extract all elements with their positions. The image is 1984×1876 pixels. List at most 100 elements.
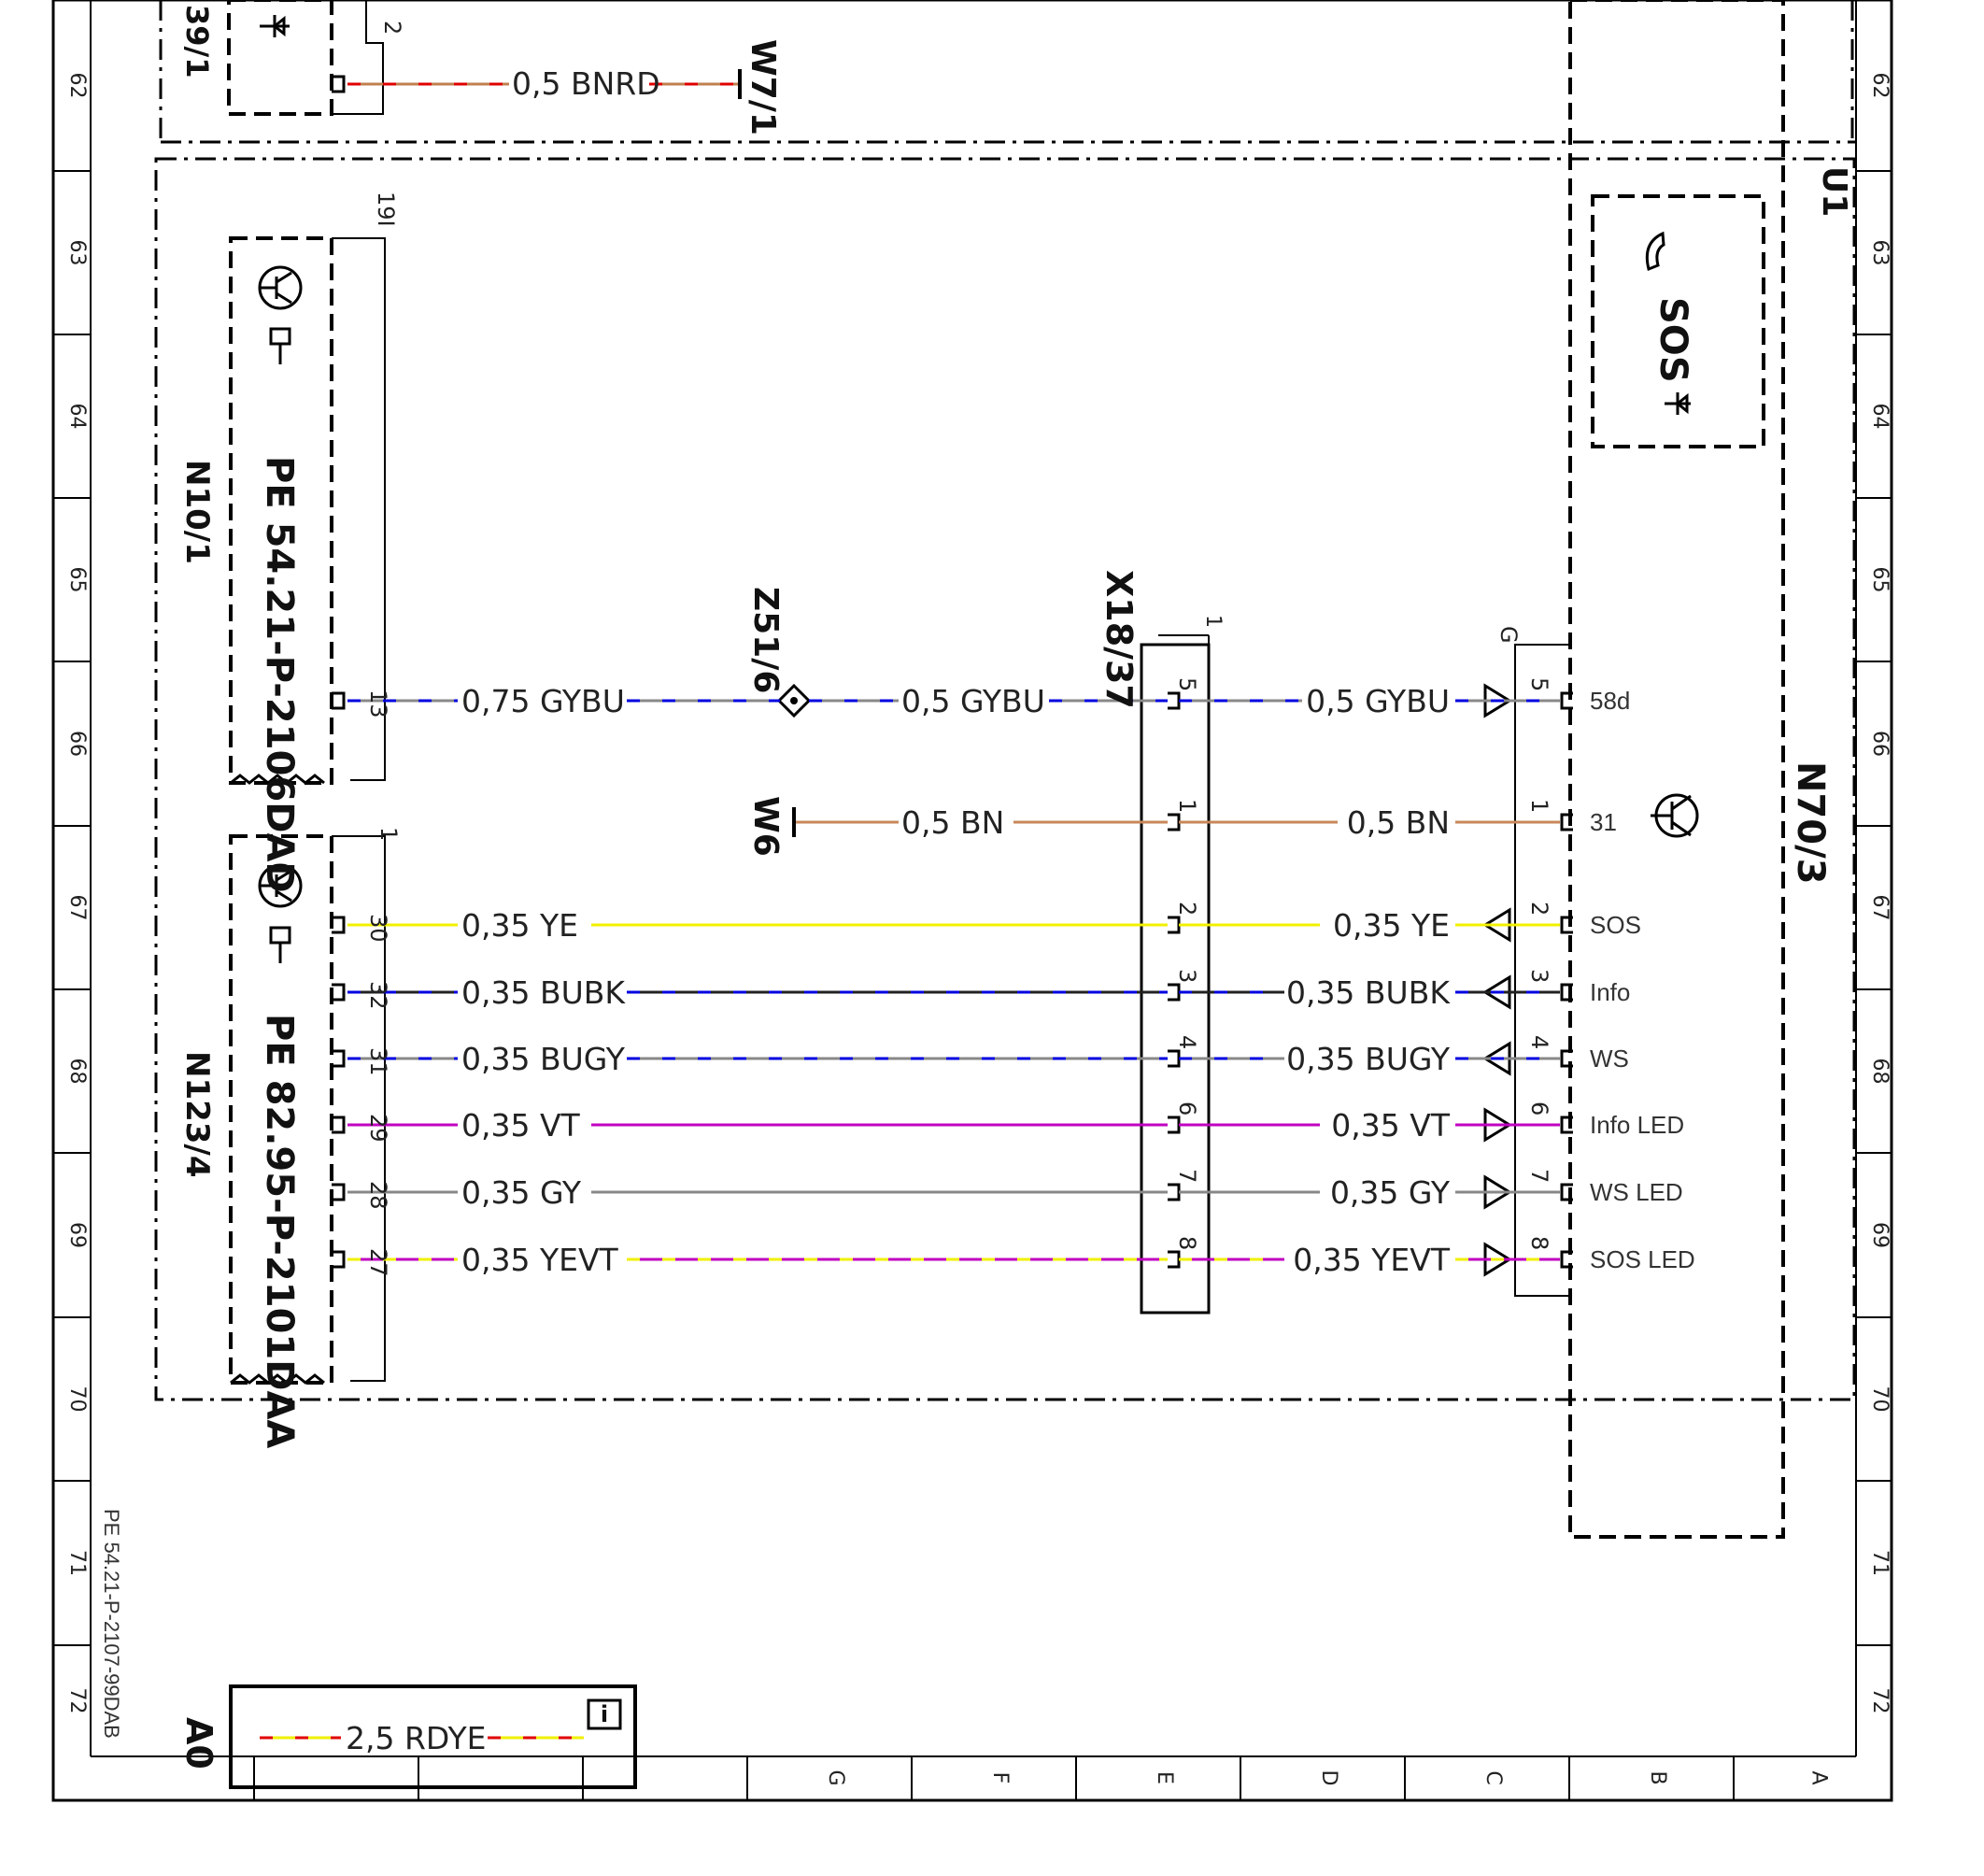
connector-pin [1168,813,1181,831]
row-label-right: 70 [1868,1386,1892,1413]
row-label-right: 63 [1868,240,1892,266]
wire-label: 0,5 GYBU [901,683,1045,719]
connector-pin-number: 4 [1174,1035,1200,1049]
pin-terminal [1560,1116,1573,1134]
n123-4-box [229,834,333,1385]
pin-terminal [1560,1183,1573,1201]
n10-1-reference: PE 54.21-P-2106DAD [258,456,301,893]
break-mark [230,774,325,785]
pin-number: 13 [365,689,391,718]
hand-icon [269,327,291,364]
pin-terminal [332,1116,346,1134]
pin-header: 19I [373,192,399,227]
row-label-left: 70 [65,1386,89,1413]
connector-pin-number: 5 [1174,677,1200,691]
pin-number: 31 [365,1047,391,1076]
n10-1-label: N10/1 [178,460,216,564]
row-label-left: 65 [65,567,89,593]
pin-number: 32 [365,981,391,1010]
a0-label: A0 [178,1717,220,1769]
pin-terminal [1560,813,1573,831]
row-label-left: 64 [65,404,89,430]
sos-label: SOS [1651,297,1694,383]
pin-bracket [1514,644,1570,1297]
u1-label: U1 [1815,166,1853,217]
column-label: G [824,1769,847,1785]
info-icon [587,1698,622,1730]
signal-name: 58d [1590,687,1630,715]
sos-module-box [1591,194,1765,448]
pin-header: 1 [376,827,402,841]
legend-box [229,1684,637,1789]
transistor-icon-leads [1651,794,1692,837]
pin-terminal [332,983,346,1002]
row-label-right: 62 [1868,73,1892,99]
wire-label: 0,35 YEVT [1293,1242,1451,1278]
signal-name: SOS [1590,911,1641,939]
pin-number: 4 [1526,1035,1552,1049]
pin-terminal [332,75,346,93]
pin-bracket [332,835,386,1382]
pin-number: 2 [379,21,405,35]
column-label: D [1317,1770,1340,1786]
pin-terminal [1560,916,1573,934]
wire-label: 0,35 VT [1331,1107,1451,1144]
pin-terminal [332,691,346,710]
splice-dot [790,697,798,704]
n10-1-box [229,236,333,785]
wire-group [260,82,1560,1740]
row-label-left: 67 [65,895,89,921]
wire-label: 0,35 BUGY [461,1041,626,1077]
wire-label: 0,5 BN [901,804,1004,841]
row-label-right: 69 [1868,1222,1892,1248]
pin-number: 28 [365,1181,391,1210]
pin-terminal [332,1250,346,1269]
component-blocks: i [154,0,1856,1789]
main-frame [154,157,1856,1401]
n70-3-label: N70/3 [1789,761,1832,885]
row-label-left: 63 [65,240,89,266]
connector-pin [1168,1049,1181,1068]
wire-label: 0,35 VT [461,1107,581,1144]
pin-bracket [332,237,386,781]
wire-label: 0,5 GYBU [1306,683,1450,719]
wire-label: 0,35 YE [461,907,578,944]
pin-terminal [1560,1049,1573,1068]
wire-label: 0,35 YE [1333,907,1450,944]
pin-terminal [1560,1250,1573,1269]
top-wire-label: 0,5 BNRD [512,65,660,102]
info-icon-glyph: i [601,1701,608,1727]
legend-label: 2,5 RDYE [346,1720,487,1756]
row-label-right: 67 [1868,895,1892,921]
connector-pin-number: 3 [1174,969,1200,983]
n123-4-reference: PE 82.95-P-2101DAA [258,1014,301,1448]
connector-pin-number: 2 [1174,902,1200,916]
row-label-left: 69 [65,1222,89,1248]
top-stub-box [227,0,333,116]
n123-4-label: N123/4 [178,1051,216,1178]
row-label-right: 66 [1868,731,1892,757]
column-label: C [1481,1770,1505,1784]
drawing-frame [51,0,1893,1802]
hand-icon [269,926,291,963]
connector-pin [1168,1116,1181,1134]
pin-number: 1 [1526,799,1552,813]
diode-icon [1665,392,1691,415]
signal-name: WS LED [1590,1178,1683,1206]
connector-pin-number: 6 [1174,1101,1200,1116]
pin-number: 6 [1526,1101,1552,1116]
transistor-icon-leads [260,271,292,305]
x18-37-label: X18/37 [1098,570,1140,709]
pin-header: G [1495,626,1522,644]
row-label-right: 65 [1868,567,1892,593]
row-label-left: 72 [65,1688,89,1714]
pin-number: 29 [365,1114,391,1143]
w6-label: W6 [746,796,785,857]
wire-label: 0,5 BN [1347,804,1450,841]
connector-header: 1 [1201,615,1225,628]
row-label-left: 71 [65,1550,89,1576]
column-label: E [1153,1771,1176,1784]
pin-terminal [332,1049,346,1068]
n70-3-box [1568,0,1785,1539]
